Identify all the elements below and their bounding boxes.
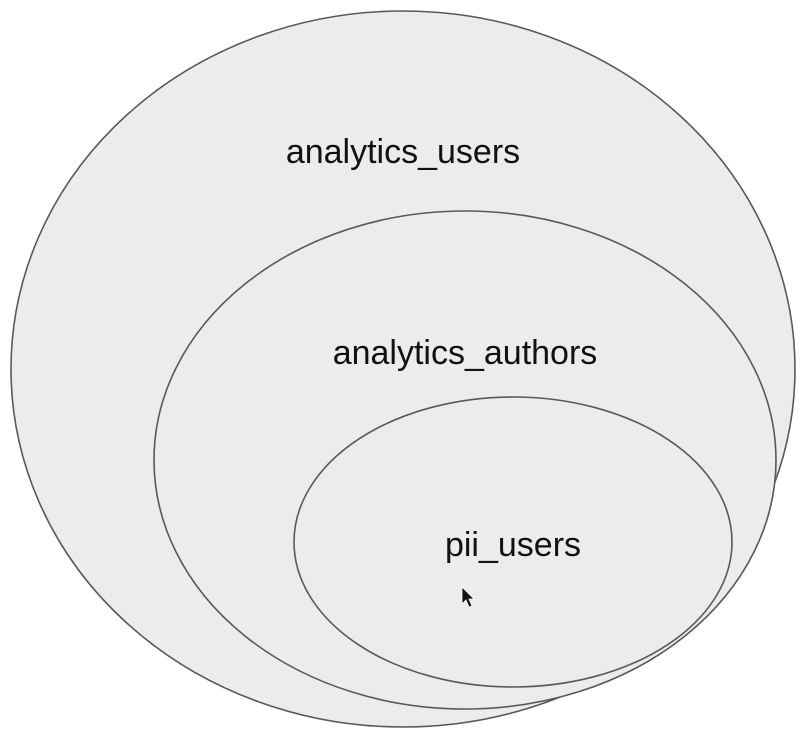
set-pii-users[interactable] (293, 396, 733, 688)
mouse-pointer-icon (461, 586, 475, 608)
label-analytics-authors: analytics_authors (333, 334, 598, 372)
label-pii-users: pii_users (445, 526, 581, 564)
label-analytics-users: analytics_users (286, 133, 520, 171)
